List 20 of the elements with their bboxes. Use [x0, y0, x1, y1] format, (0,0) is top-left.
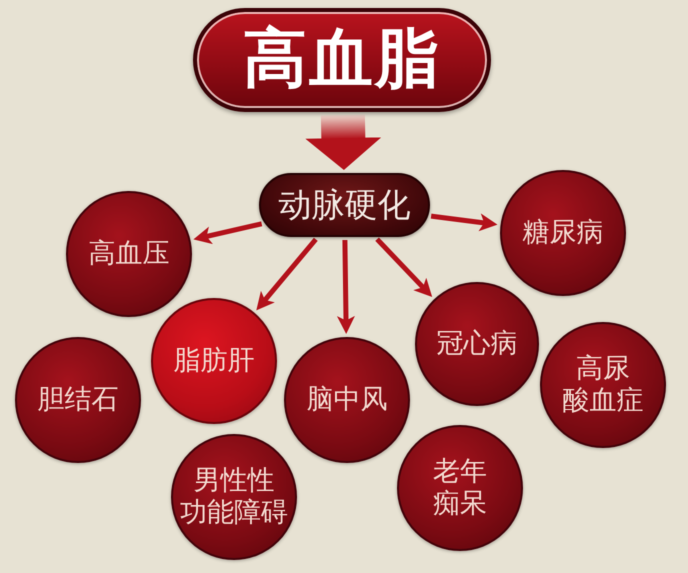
- disease-circle: [415, 282, 539, 406]
- disease-circle: [284, 337, 410, 463]
- disease-label: 胆结石: [38, 384, 118, 416]
- cause-label: 动脉硬化: [278, 186, 410, 224]
- arrow: [336, 240, 355, 334]
- disease-label: 男性性功能障碍: [180, 465, 288, 529]
- disease-label: 高血压: [88, 238, 170, 270]
- disease-label: 老年痴呆: [433, 456, 487, 520]
- cause-pill: [259, 173, 430, 237]
- disease-label: 脑中风: [306, 384, 388, 416]
- disease-label: 糖尿病: [522, 217, 604, 249]
- arrow: [375, 237, 434, 299]
- arrow: [192, 221, 262, 244]
- disease-label: 高尿酸血症: [562, 353, 644, 417]
- disease-label: 脂肪肝: [174, 345, 254, 377]
- arrow: [254, 238, 318, 312]
- arrow: [430, 213, 498, 232]
- disease-label: 冠心病: [436, 328, 518, 360]
- heading-text: 高血脂: [243, 22, 441, 98]
- block-arrow: [305, 114, 382, 170]
